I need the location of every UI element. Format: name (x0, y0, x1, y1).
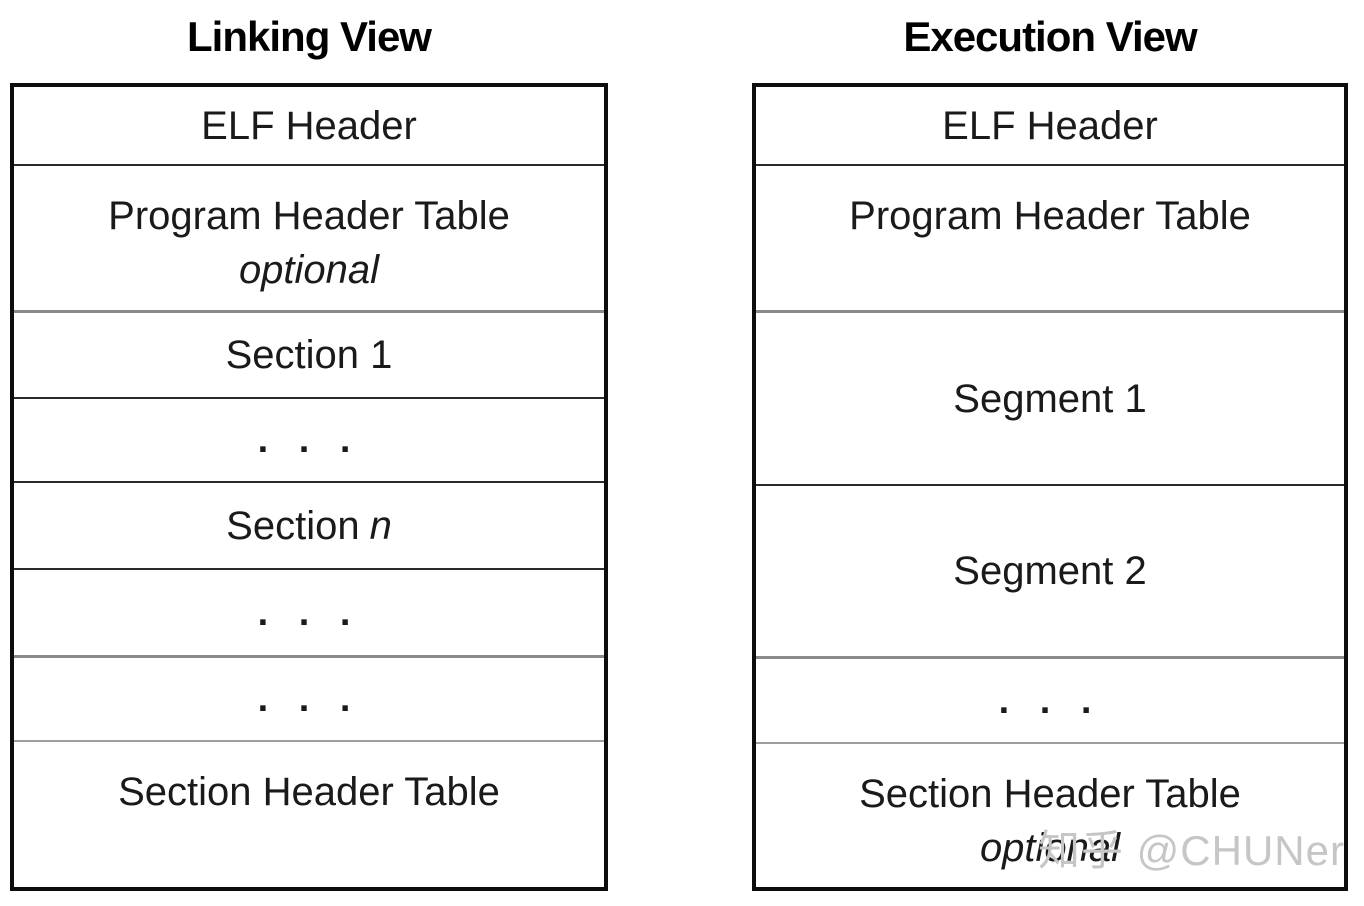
row-elf-header: ELF Header (756, 87, 1344, 166)
row-label: Segment 2 (953, 549, 1147, 593)
execution-view-box: ELF Header Program Header Table Segment … (752, 83, 1348, 891)
row-label: Section 1 (225, 333, 393, 377)
execution-view-title: Execution View (903, 13, 1197, 60)
row-label: . . . (257, 419, 361, 461)
row-sublabel: optional (238, 248, 380, 292)
row-label: Section Header Table (859, 772, 1241, 816)
row-section-header-table: Section Header Table optional (756, 744, 1344, 887)
linking-view-box: ELF Header Program Header Table optional… (10, 83, 608, 891)
row-ellipsis: . . . (14, 570, 604, 658)
row-program-header-table: Program Header Table optional (14, 166, 604, 313)
row-segment-1: Segment 1 (756, 313, 1344, 486)
row-segment-2: Segment 2 (756, 486, 1344, 659)
row-label: Program Header Table (108, 194, 510, 238)
row-ellipsis: . . . (756, 659, 1344, 744)
row-ellipsis: . . . (14, 399, 604, 483)
row-ellipsis: . . . (14, 658, 604, 742)
row-elf-header: ELF Header (14, 87, 604, 166)
linking-view-title: Linking View (187, 13, 432, 60)
row-label: ELF Header (201, 103, 417, 148)
zhihu-watermark: 知乎 @CHUNer (1038, 827, 1345, 874)
row-label: Program Header Table (849, 194, 1251, 238)
row-section-header-table: Section Header Table (14, 742, 604, 887)
row-sublabel: optional (979, 826, 1121, 870)
row-label: Section Header Table (118, 770, 500, 814)
row-label: . . . (998, 679, 1102, 722)
row-label: Segment 1 (953, 376, 1147, 421)
row-section-1: Section 1 (14, 313, 604, 399)
row-label: . . . (257, 591, 361, 634)
row-program-header-table: Program Header Table (756, 166, 1344, 313)
row-label-italic-n: n (369, 503, 392, 548)
row-label: . . . (257, 678, 361, 720)
row-label: ELF Header (942, 103, 1158, 148)
